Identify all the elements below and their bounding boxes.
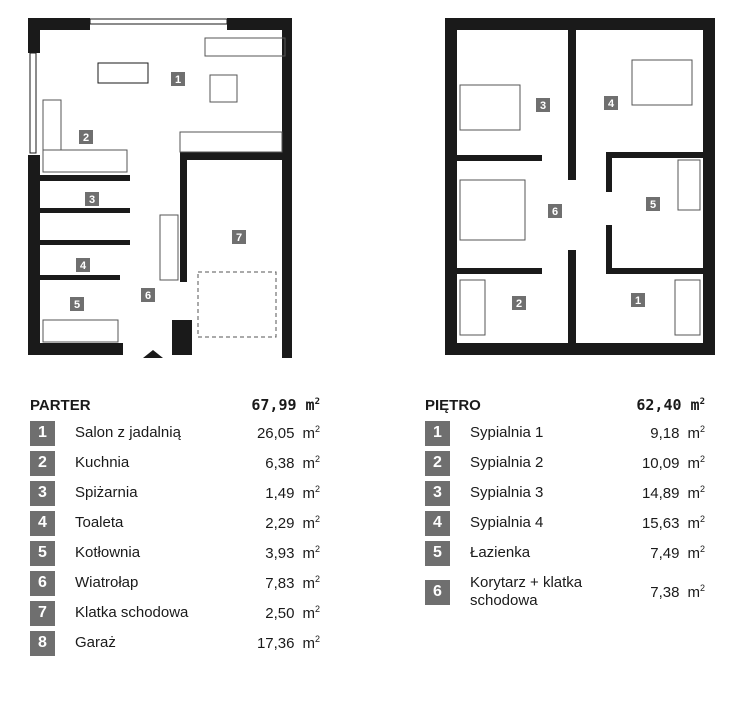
plan-labels: 1 2 3 4 5 6 [512,96,660,310]
upper-floor-plan: 1 2 3 4 5 6 [445,18,715,355]
room-name: Kuchnia [75,454,130,471]
svg-text:4: 4 [80,260,87,272]
svg-text:7: 7 [236,232,242,244]
room-number-badge: 6 [425,579,450,605]
room-name: Sypialnia 4 [470,514,544,531]
svg-text:5: 5 [650,199,656,211]
room-number-badge: 8 [30,630,55,656]
room-number-badge: 3 [425,480,450,506]
room-number-badge: 6 [30,570,55,596]
room-name: Klatka schodowa [75,604,189,621]
entrance-arrow-icon [143,350,163,358]
ground-floor-plan: 1 2 3 4 5 6 7 [28,18,292,358]
room-name: Sypialnia 3 [470,484,544,501]
room-number-badge: 3 [30,480,55,506]
room-name: Łazienka [470,544,531,561]
svg-text:6: 6 [552,206,558,218]
room-name: Wiatrołap [75,574,139,591]
room-number-badge: 5 [425,540,450,566]
room-name: Sypialnia 2 [470,454,544,471]
svg-text:4: 4 [608,98,615,110]
room-number-badge: 1 [425,420,450,446]
room-name: Garaż [75,634,116,651]
room-number-badge: 5 [30,540,55,566]
room-number-badge: 1 [30,420,55,446]
svg-text:1: 1 [175,74,181,86]
svg-text:1: 1 [635,295,641,307]
room-name: Kotłownia [75,544,141,561]
room-number-badge: 7 [30,600,55,626]
plan-labels: 1 2 3 4 5 6 7 [70,72,246,311]
svg-text:3: 3 [89,194,95,206]
room-number-badge: 2 [30,450,55,476]
room-name: Toaleta [75,514,124,531]
svg-text:2: 2 [83,132,89,144]
room-name: Salon z jadalnią [75,424,181,441]
room-name: Sypialnia 1 [470,424,544,441]
room-name: Spiżarnia [75,484,138,501]
room-number-badge: 2 [425,450,450,476]
svg-text:5: 5 [74,299,80,311]
room-number-badge: 4 [425,510,450,536]
svg-text:6: 6 [145,290,151,302]
svg-text:3: 3 [540,100,546,112]
room-name: Korytarz + klatka schodowa [470,574,583,609]
room-number-badge: 4 [30,510,55,536]
svg-text:2: 2 [516,298,522,310]
